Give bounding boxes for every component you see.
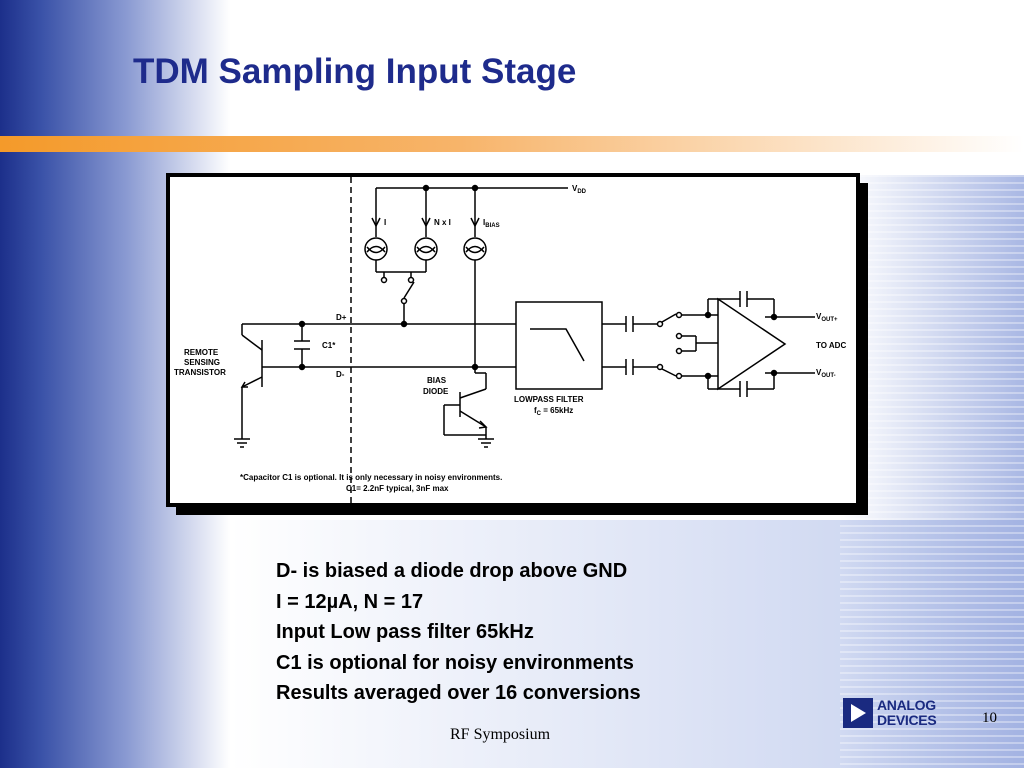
current-source-nxi [414,188,438,272]
source-bias-label: IBIAS [483,218,500,229]
footer-text: RF Symposium [450,726,551,743]
bias-label-1: BIAS [427,376,447,385]
diagram-note-1: *Capacitor C1 is optional. It is only ne… [240,473,502,482]
source-i-label: I [384,218,386,227]
logo-line-2: DEVICES [877,712,937,728]
vdd-rail [376,184,568,192]
c1-label: C1* [322,341,336,350]
analog-devices-triangle-icon [843,698,873,728]
analog-devices-logo: ANALOG DEVICES [843,698,951,732]
coupling-capacitors [625,316,657,375]
remote-sensing-transistor [234,324,263,448]
diagram-note-2: C1= 2.2nF typical, 3nF max [346,484,449,493]
to-adc-label: TO ADC [816,341,846,350]
page-number: 10 [982,710,997,726]
input-switches [656,311,718,380]
source-nxi-label: N x I [434,218,451,227]
bias-label-2: DIODE [423,387,449,396]
fc-label: fC = 65kHz [534,406,573,417]
remote-label-3: TRANSISTOR [174,368,226,377]
right-striped-band [840,175,1024,768]
bias-diode-transistor [443,367,494,448]
lowpass-filter-block [515,301,626,390]
d-minus-label: D- [336,370,345,379]
orange-divider-bar [0,136,1024,152]
remote-label-2: SENSING [184,358,220,367]
source-select-switch [376,271,426,324]
lpf-label: LOWPASS FILTER [514,395,584,404]
bullet-item-4: C1 is optional for noisy environments [276,651,634,674]
current-source-bias [463,188,487,367]
remote-label-1: REMOTE [184,348,219,357]
capacitor-c1 [294,324,310,367]
vdd-label: VDD [572,184,587,195]
vout-plus-label: VOUT+ [816,312,838,323]
bullet-item-1: D- is biased a diode drop above GND [276,560,628,582]
vout-minus-label: VOUT- [816,368,836,379]
d-plus-label: D+ [336,313,347,322]
logo-line-1: ANALOG [877,697,936,713]
bullet-list: D- is biased a diode drop above GND I = … [276,556,641,709]
bullet-item-2: I = 12µA, N = 17 [276,590,424,613]
d-minus-line [262,363,516,371]
current-source-i [364,188,388,272]
bullet-item-3: Input Low pass filter 65kHz [276,621,534,643]
differential-amplifier [704,291,815,397]
slide-title: TDM Sampling Input Stage [133,52,577,91]
bullet-item-5: Results averaged over 16 conversions [276,682,641,704]
circuit-diagram: VDD I N x I IBIAS D+ [166,173,860,507]
